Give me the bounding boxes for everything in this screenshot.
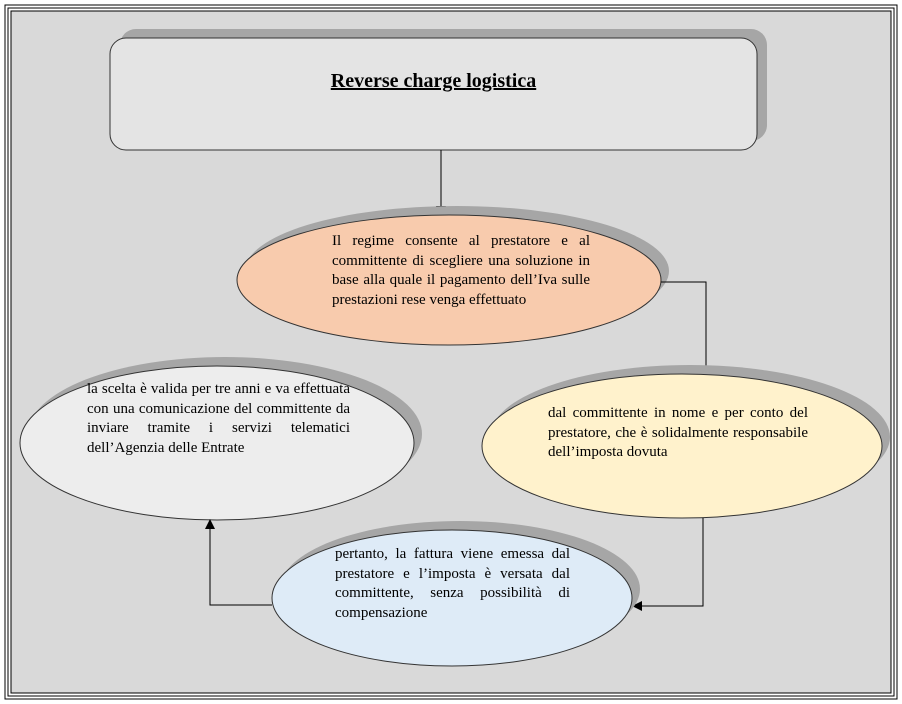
scelta-ellipse bbox=[19, 365, 415, 521]
regime-text: Il regime consente al prestatore e al co… bbox=[332, 233, 590, 308]
fattura-text: pertanto, la fattura viene emessa dal pr… bbox=[335, 546, 570, 621]
regime-ellipse bbox=[236, 214, 662, 346]
arrow-committente-to-fattura bbox=[632, 518, 704, 611]
scelta-text: la scelta è valida per tre anni e va eff… bbox=[87, 381, 350, 456]
fattura-ellipse bbox=[271, 529, 633, 667]
committente-ellipse bbox=[481, 373, 883, 519]
diagram-title: Reverse charge logistica bbox=[330, 70, 537, 92]
title-box bbox=[109, 37, 758, 151]
committente-text: dal committente in nome e per conto del … bbox=[548, 405, 808, 460]
arrow-fattura-to-scelta bbox=[205, 519, 272, 606]
arrow-regime-to-committente bbox=[661, 281, 711, 376]
